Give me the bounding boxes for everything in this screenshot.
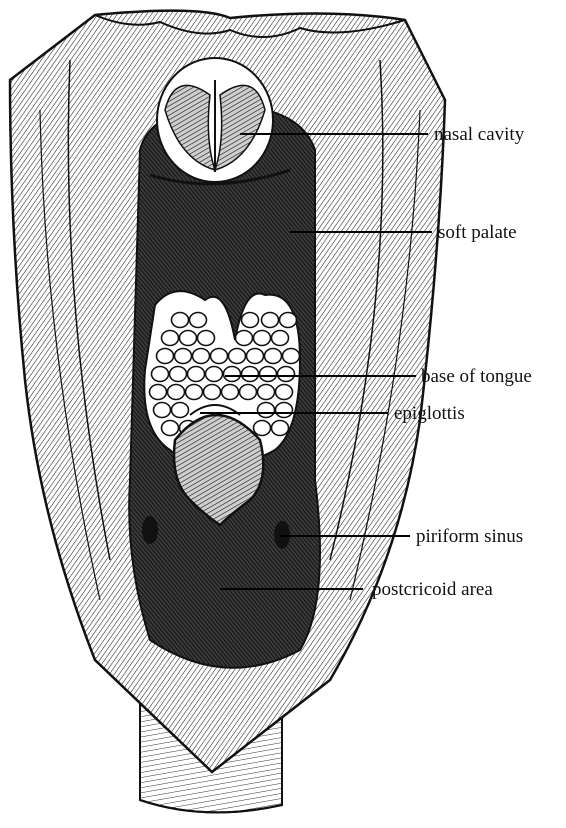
cobblestone-nodule xyxy=(247,349,264,364)
cobblestone-nodule xyxy=(162,331,179,346)
label-piriform-sinus: piriform sinus xyxy=(416,526,523,548)
cobblestone-nodule xyxy=(272,421,289,436)
cobblestone-nodule xyxy=(258,385,275,400)
cobblestone-nodule xyxy=(190,313,207,328)
cobblestone-nodule xyxy=(206,367,223,382)
cobblestone-nodule xyxy=(236,331,253,346)
cobblestone-nodule xyxy=(168,385,185,400)
cobblestone-nodule xyxy=(193,349,210,364)
cobblestone-nodule xyxy=(260,367,277,382)
cobblestone-nodule xyxy=(211,349,228,364)
cobblestone-nodule xyxy=(162,421,179,436)
cobblestone-nodule xyxy=(278,367,295,382)
cobblestone-nodule xyxy=(170,367,187,382)
label-postcricoid-area: postcricoid area xyxy=(372,579,493,601)
label-soft-palate: soft palate xyxy=(438,222,517,244)
cobblestone-nodule xyxy=(152,367,169,382)
cobblestone-nodule xyxy=(258,403,275,418)
cobblestone-nodule xyxy=(175,349,192,364)
cobblestone-nodule xyxy=(276,385,293,400)
cobblestone-nodule xyxy=(154,403,171,418)
label-epiglottis: epiglottis xyxy=(394,403,465,425)
cobblestone-nodule xyxy=(240,385,257,400)
cobblestone-nodule xyxy=(198,331,215,346)
cobblestone-nodule xyxy=(172,313,189,328)
cobblestone-nodule xyxy=(204,385,221,400)
cobblestone-nodule xyxy=(180,331,197,346)
cobblestone-nodule xyxy=(229,349,246,364)
cobblestone-nodule xyxy=(222,385,239,400)
cobblestone-nodule xyxy=(186,385,203,400)
cobblestone-nodule xyxy=(242,367,259,382)
cobblestone-nodule xyxy=(157,349,174,364)
cobblestone-nodule xyxy=(272,331,289,346)
label-base-of-tongue: base of tongue xyxy=(421,366,532,388)
cobblestone-nodule xyxy=(254,331,271,346)
cobblestone-nodule xyxy=(276,403,293,418)
cobblestone-nodule xyxy=(172,403,189,418)
label-nasal-cavity: nasal cavity xyxy=(434,124,524,146)
cobblestone-nodule xyxy=(262,313,279,328)
cobblestone-nodule xyxy=(150,385,167,400)
cobblestone-nodule xyxy=(280,313,297,328)
cobblestone-nodule xyxy=(283,349,300,364)
cobblestone-nodule xyxy=(224,367,241,382)
cobblestone-nodule xyxy=(254,421,271,436)
cobblestone-nodule xyxy=(188,367,205,382)
cobblestone-nodule xyxy=(242,313,259,328)
cobblestone-nodule xyxy=(265,349,282,364)
